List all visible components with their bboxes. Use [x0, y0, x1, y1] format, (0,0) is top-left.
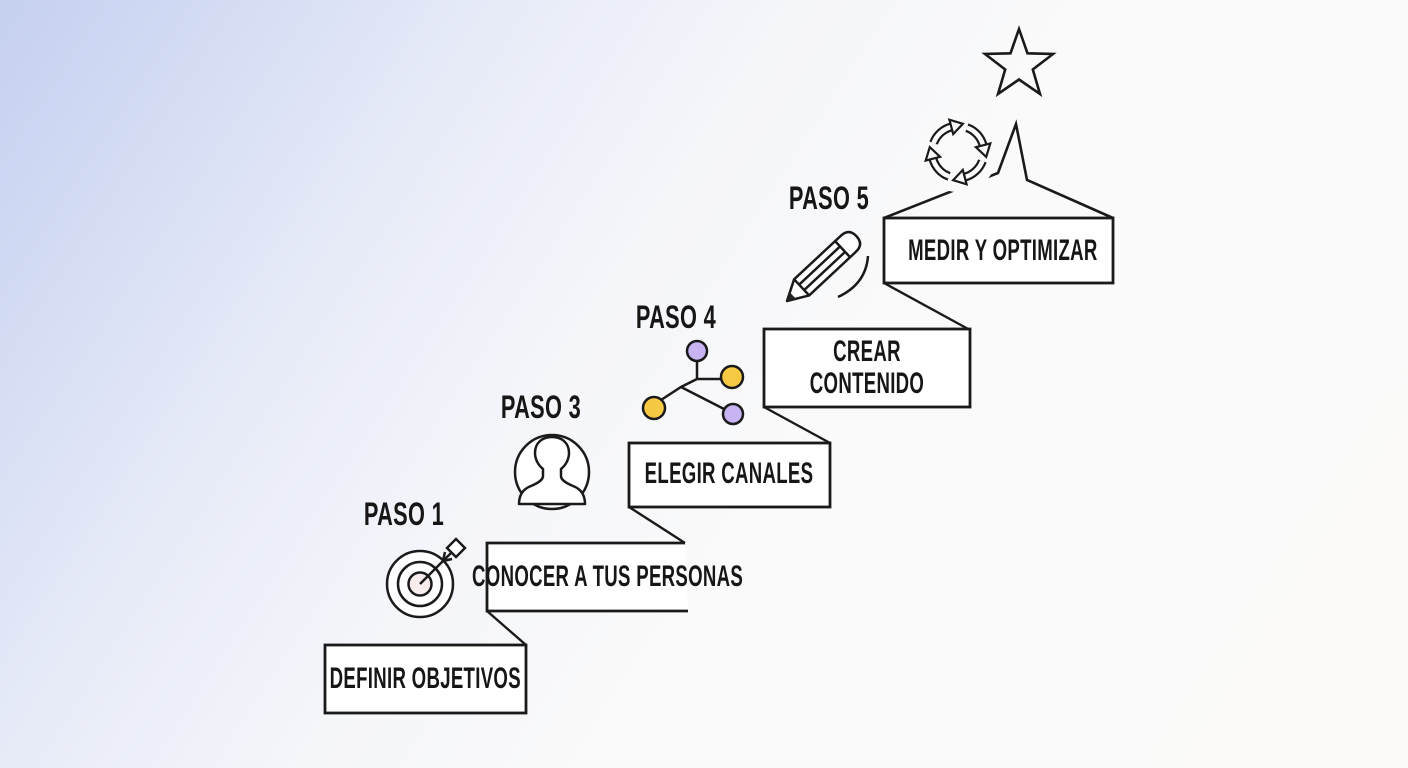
step-box-1-definir-objetivos — [323, 643, 528, 715]
target-bullseye-icon — [385, 537, 467, 619]
step-box-3-elegir-canales — [627, 441, 832, 509]
pencil-stroke-swoosh — [837, 255, 870, 299]
pencil-icon — [785, 230, 870, 303]
fold-connector-step3-step2 — [628, 505, 686, 545]
star-icon — [981, 25, 1057, 98]
fold-connector-step5-step4 — [883, 281, 971, 332]
fold-connector-step4-step3 — [763, 405, 831, 445]
step-box-2-conocer-personas — [485, 541, 688, 613]
channels-network-icon — [641, 339, 745, 426]
step-box-5-medir-optimizar — [882, 216, 1115, 285]
persona-user-icon — [513, 433, 591, 511]
refresh-cycle-icon — [918, 112, 998, 192]
summit-peak-outline — [883, 119, 1114, 220]
step-box-4-crear-contenido — [762, 327, 972, 409]
fold-connector-step2-step1 — [486, 610, 527, 646]
